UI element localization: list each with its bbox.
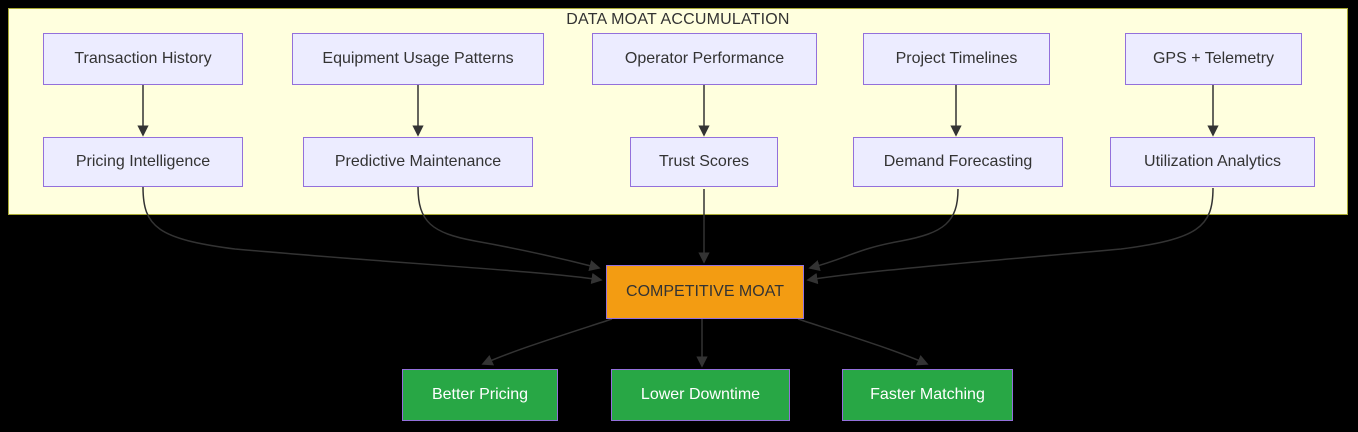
node-lower-downtime: Lower Downtime	[611, 369, 790, 421]
node-equipment-usage-patterns: Equipment Usage Patterns	[292, 33, 544, 85]
edge-moat-to-better-pricing	[481, 318, 613, 366]
node-utilization-analytics: Utilization Analytics	[1110, 137, 1315, 187]
node-trust-scores: Trust Scores	[630, 137, 778, 187]
node-pricing-intelligence: Pricing Intelligence	[43, 137, 243, 187]
node-operator-performance: Operator Performance	[592, 33, 817, 85]
node-competitive-moat: COMPETITIVE MOAT	[606, 265, 804, 319]
node-gps-telemetry: GPS + Telemetry	[1125, 33, 1302, 85]
node-transaction-history: Transaction History	[43, 33, 243, 85]
node-predictive-maintenance: Predictive Maintenance	[303, 137, 533, 187]
node-demand-forecasting: Demand Forecasting	[853, 137, 1063, 187]
node-faster-matching: Faster Matching	[842, 369, 1013, 421]
edge-moat-to-faster-matching	[797, 318, 929, 366]
cluster-title: DATA MOAT ACCUMULATION	[566, 11, 790, 28]
node-better-pricing: Better Pricing	[402, 369, 558, 421]
node-project-timelines: Project Timelines	[863, 33, 1050, 85]
